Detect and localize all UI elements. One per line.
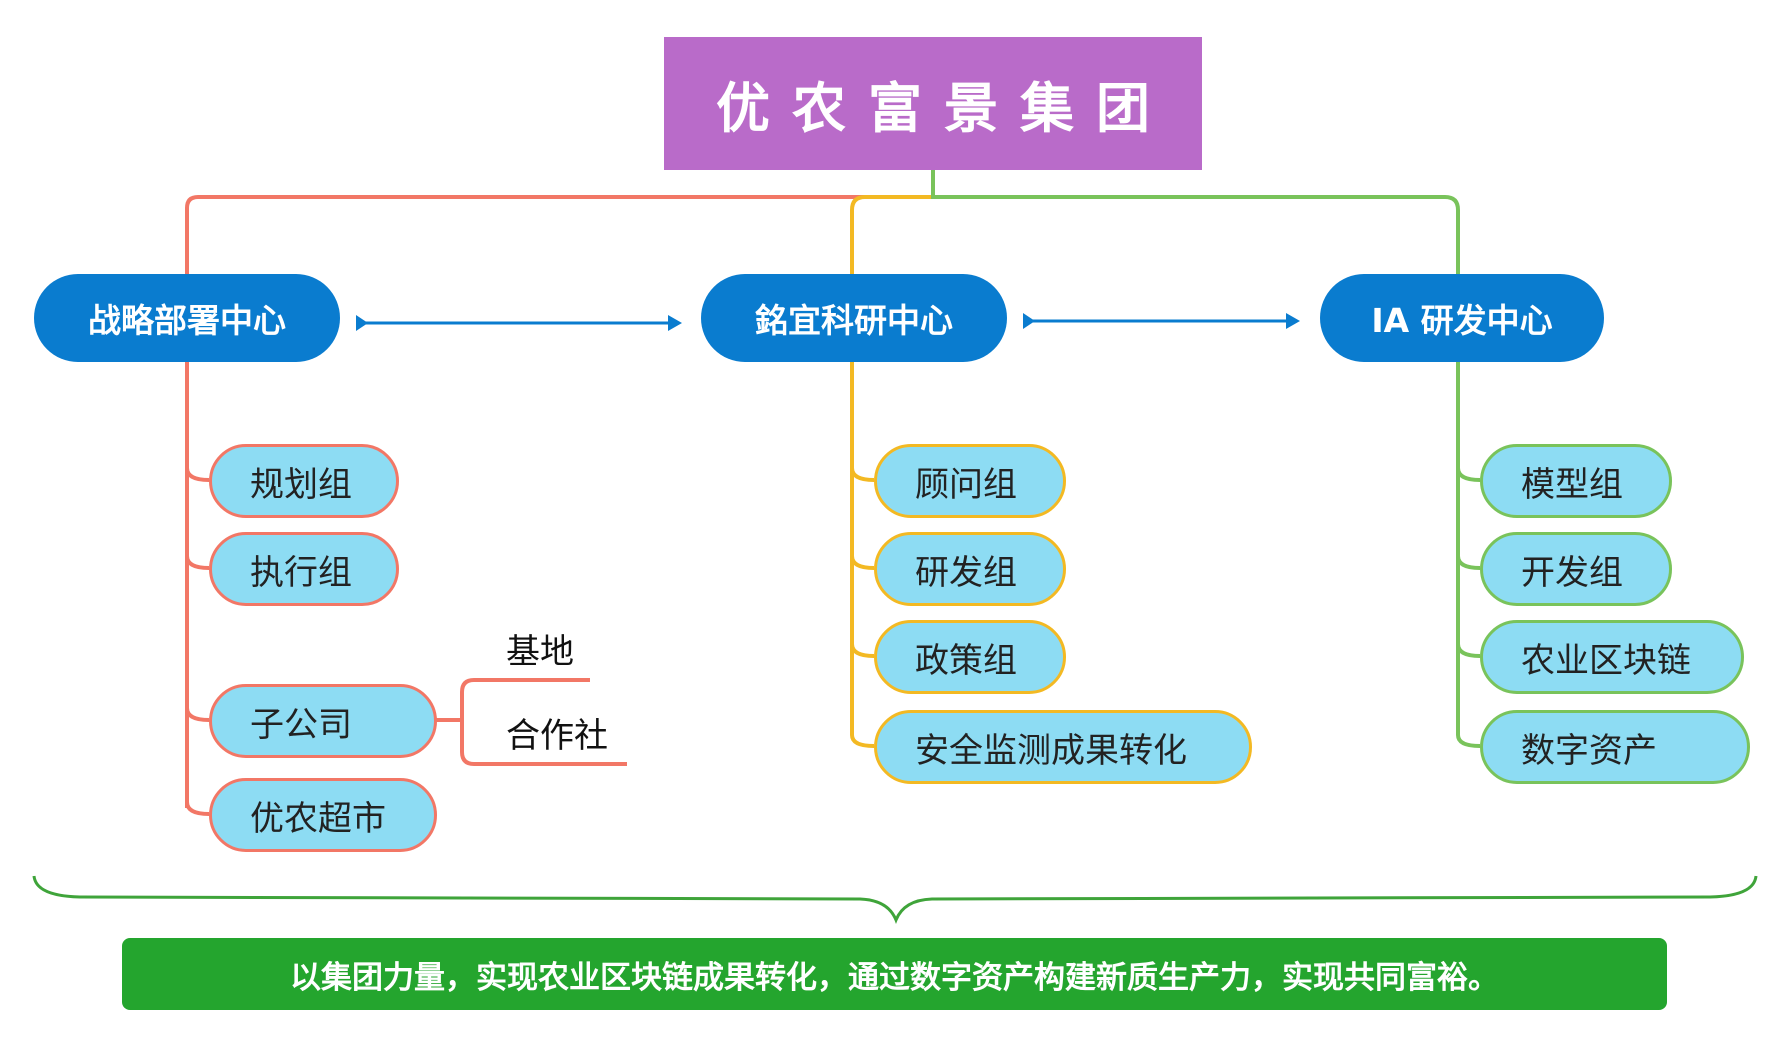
brace [32,875,1758,925]
connector-to-exec [185,555,210,570]
center-ia[interactable]: IA 研发中心 [1320,274,1604,362]
connector-to-model [1456,467,1481,482]
connector-root-research [850,195,933,277]
node-safety-monitoring[interactable]: 安全监测成果转化 [874,710,1252,784]
node-agri-blockchain[interactable]: 农业区块链 [1480,620,1744,694]
connector-to-policy [850,643,875,658]
center-research[interactable]: 銘宜科研中心 [701,274,1007,362]
connector-to-consult [850,467,875,482]
node-consultant[interactable]: 顾问组 [874,444,1066,518]
arrow-research-to-ia [1023,313,1300,329]
arrow-strategy-to-research [356,315,682,331]
connector-ia-trunk [1456,360,1481,748]
connector-research-trunk [850,360,875,748]
mission-banner: 以集团力量，实现农业区块链成果转化，通过数字资产构建新质生产力，实现共同富裕。 [122,938,1667,1010]
node-rnd[interactable]: 研发组 [874,532,1066,606]
node-planning[interactable]: 规划组 [209,444,399,518]
node-model[interactable]: 模型组 [1480,444,1672,518]
node-digital-assets[interactable]: 数字资产 [1480,710,1750,784]
connector-to-chain [1456,643,1481,658]
node-policy[interactable]: 政策组 [874,620,1066,694]
connector-to-sub [185,707,210,722]
connector-to-iadev [1456,555,1481,570]
node-supermarket[interactable]: 优农超市 [209,778,437,852]
center-strategy[interactable]: 战略部署中心 [34,274,340,362]
connector-to-market [185,801,210,816]
connector-to-plan [185,467,210,482]
group-title: 优农富景集团 [664,37,1202,170]
connector-sub-children [433,678,627,766]
node-execution[interactable]: 执行组 [209,532,399,606]
label-cooperative: 合作社 [506,716,608,756]
node-subsidiary[interactable]: 子公司 [209,684,437,758]
connector-root-ia [931,170,1460,277]
connector-to-dev [850,555,875,570]
connector-root-strategy [185,195,933,277]
label-base: 基地 [506,632,574,672]
node-development[interactable]: 开发组 [1480,532,1672,606]
